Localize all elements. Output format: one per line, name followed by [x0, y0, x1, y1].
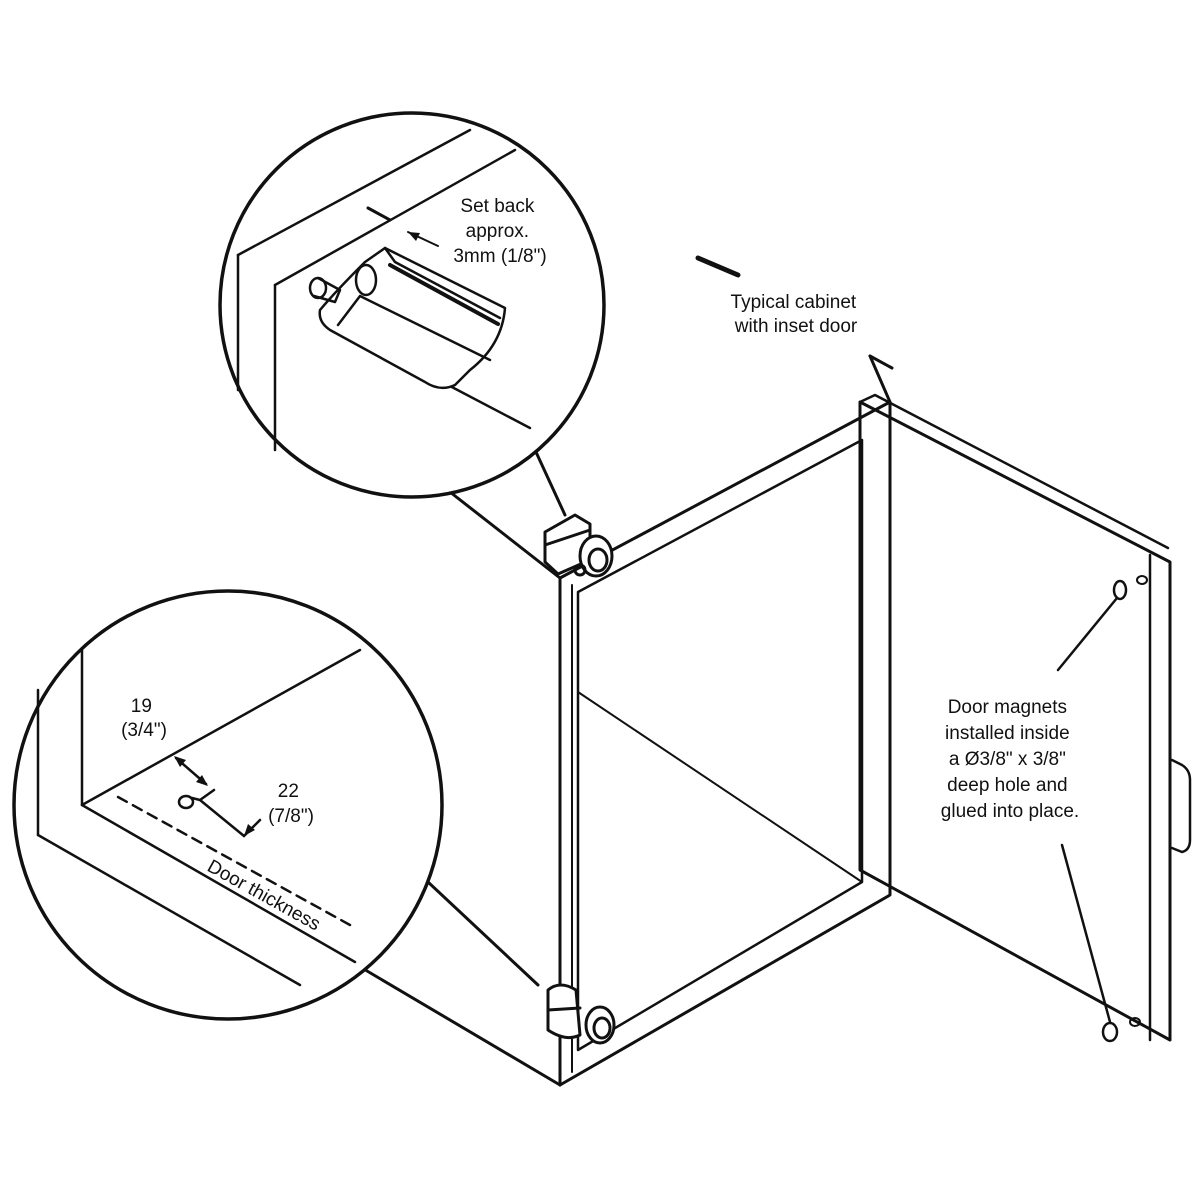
- cabinet-bottom-left-edge: [360, 966, 562, 1087]
- door-face: [858, 400, 1172, 1042]
- cabinet-label: Typical cabinet with inset door: [731, 292, 862, 337]
- top-detail-leader: [534, 450, 567, 517]
- dim-19-mm: 19: [131, 696, 152, 717]
- cabinet-front-opening: [576, 438, 864, 1052]
- dim-19-inch: (3/4"): [121, 720, 167, 741]
- dim-19-label: 19 (3/4"): [121, 696, 167, 741]
- dim-22-label: 22 (7/8"): [268, 781, 314, 827]
- door-edge-thickness: [858, 393, 1170, 550]
- magnets-line-5: glued into place.: [941, 801, 1079, 822]
- cabinet-top-back-edge: [868, 354, 892, 404]
- cabinet-inner-shelf-back: [577, 691, 863, 883]
- dim-22-mm: 22: [278, 781, 299, 802]
- cabinet-label-line-1: Typical cabinet: [731, 292, 857, 313]
- top-detail-drawing: [236, 128, 532, 452]
- setback-line-1: Set back: [460, 196, 534, 217]
- setback-label: Set back approx. 3mm (1/8"): [453, 196, 546, 267]
- magnet-leader-bottom: [1060, 843, 1112, 1024]
- top-hinge-icon: [543, 513, 614, 578]
- magnets-line-1: Door magnets: [948, 697, 1067, 718]
- setback-line-3: 3mm (1/8"): [453, 246, 546, 267]
- magnet-leader-top: [1056, 596, 1119, 672]
- cabinet-top-back-top: [868, 354, 894, 370]
- bottom-detail-circle: [12, 589, 444, 1021]
- setback-line-2: approx.: [466, 221, 529, 242]
- magnets-line-3: a Ø3/8" x 3/8": [949, 749, 1066, 770]
- cabinet-door: [858, 393, 1192, 1043]
- cabinet-top-left-edge: [448, 490, 562, 580]
- bottom-detail-leader: [426, 880, 540, 987]
- door-magnet-top-icon: [1112, 575, 1148, 601]
- magnets-line-4: deep hole and: [947, 775, 1067, 796]
- top-detail-circle: [218, 111, 606, 499]
- magnets-line-2: installed inside: [945, 723, 1070, 744]
- bottom-hinge-icon: [546, 983, 616, 1045]
- door-handle-icon: [1170, 758, 1192, 854]
- cabinet-label-line-2: with inset door: [734, 316, 858, 337]
- cabinet-front-frame: [558, 400, 892, 1087]
- magnets-label: Door magnets installed inside a Ø3/8" x …: [941, 697, 1079, 822]
- dim-22-inch: (7/8"): [268, 806, 314, 827]
- cabinet-back-hint: [695, 255, 741, 278]
- bottom-detail-drawing: [36, 646, 362, 987]
